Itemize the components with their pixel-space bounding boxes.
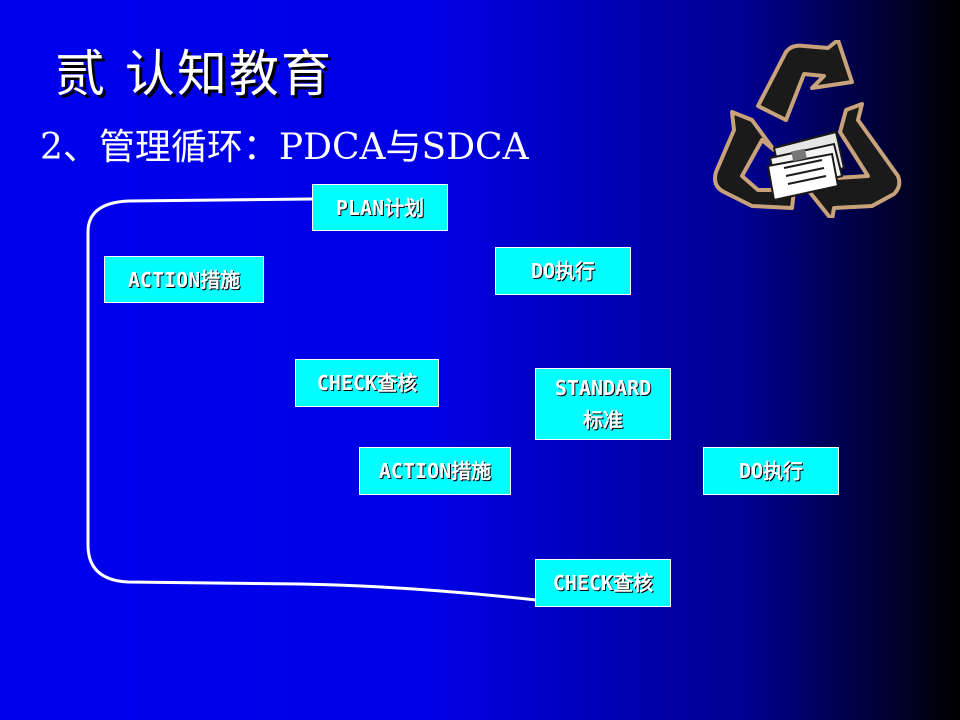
sdca-standard-label-line1: STANDARD [554,376,652,400]
sdca-do-label: DO执行 [738,459,804,483]
pdca-action-label: ACTION措施 [127,267,241,292]
pdca-do-box: DO执行 [495,247,631,295]
pdca-do-label: DO执行 [530,259,596,283]
slide-subtitle: 2、管理循环：PDCA与SDCA [40,127,529,168]
pdca-action-box: ACTION措施 [104,256,264,303]
sdca-standard-label-line2: 标准 [583,408,623,432]
recycle-newspapers-icon [713,40,902,218]
sdca-standard-box: STANDARD 标准 [535,368,671,440]
sdca-check-label: CHECK查核 [552,571,654,595]
sdca-action-label: ACTION措施 [378,459,492,483]
pdca-plan-label: PLAN计划 [335,195,425,220]
pdca-check-box: CHECK查核 [295,359,439,407]
sdca-do-box: DO执行 [703,447,839,495]
sdca-check-box: CHECK查核 [535,559,671,607]
pdca-plan-box: PLAN计划 [312,184,448,231]
pdca-check-label: CHECK查核 [316,371,418,395]
sdca-action-box: ACTION措施 [359,447,511,495]
slide-title: 贰 认知教育 [55,45,333,103]
